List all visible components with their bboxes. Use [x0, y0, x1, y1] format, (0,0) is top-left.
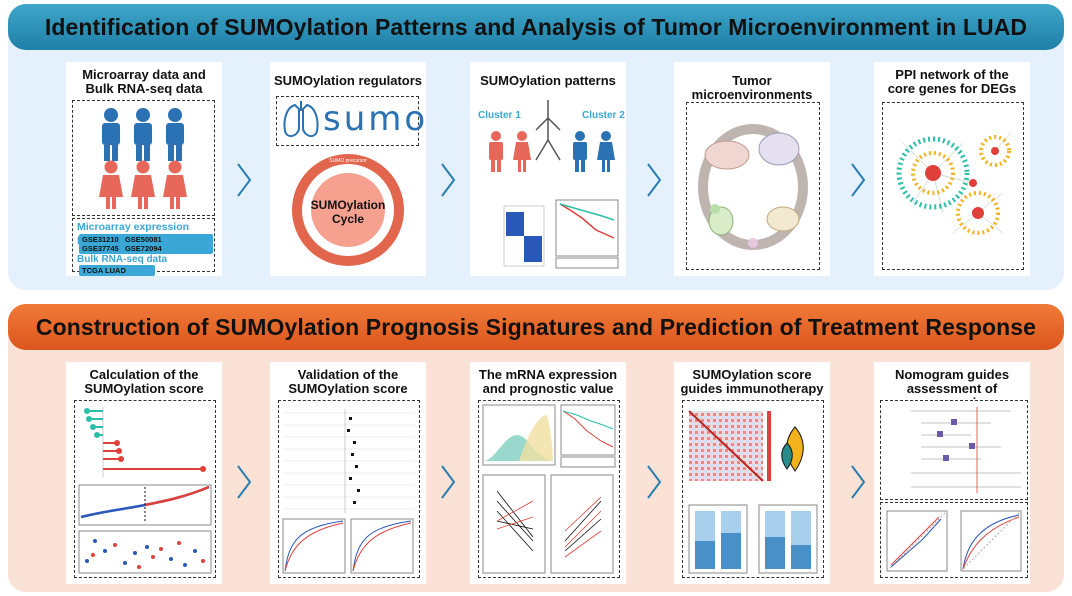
chevron-right-icon: [848, 162, 868, 198]
panel-title-line2: SUMOylation score: [84, 381, 204, 396]
cluster-illustration: [489, 100, 619, 269]
coefficient-plot: [78, 407, 212, 574]
panel-title-line2: SUMOylation score: [288, 381, 408, 396]
dataset-item: GSE50081: [124, 235, 162, 244]
panel-nomogram: Nomogram guides assessment of prognosis: [874, 362, 1030, 584]
dataset-item: GSE37745: [82, 244, 119, 253]
chevron-right-icon: [438, 464, 458, 500]
tme-illustration: [686, 102, 820, 270]
calibration-plot: [886, 510, 1022, 572]
dataset-item: GSE31210: [82, 235, 119, 244]
panel-tumor-microenvironments: Tumor microenvironments: [674, 62, 830, 276]
nomogram-plot: [911, 407, 1021, 493]
correlation-heatmap: [688, 410, 818, 574]
cycle-label-1: SUMOylation: [310, 198, 386, 212]
section1-title: Identification of SUMOylation Patterns a…: [8, 4, 1064, 50]
nomogram-box: [880, 400, 1028, 500]
panel-microarray-data: Microarray data and Bulk RNA-seq data Mi…: [66, 62, 222, 276]
expression-plots: [482, 404, 616, 574]
cluster2-label: Cluster 2: [582, 110, 625, 121]
panel-sumoylation-score-validation: Validation of the SUMOylation score: [270, 362, 426, 584]
sumo-logo-box: sumo: [276, 96, 425, 146]
panel-sumoylation-patterns: SUMOylation patterns Cluster 1 Cluster 2: [470, 62, 626, 276]
chevron-right-icon: [644, 162, 664, 198]
chevron-right-icon: [234, 464, 254, 500]
dataset-list: GSE31210 GSE50081 GSE37745 GSE72094: [79, 234, 213, 254]
panel-title-line1: Tumor microenvironments: [691, 73, 813, 102]
chevron-right-icon: [234, 162, 254, 198]
cluster1-label: Cluster 1: [478, 110, 521, 121]
panel-immunotherapy: SUMOylation score guides immunotherapy: [674, 362, 830, 584]
cycle-label-2: Cycle: [331, 212, 365, 226]
panel-title-line2: guides immunotherapy: [680, 381, 824, 396]
section-tumor-microenvironment: Identification of SUMOylation Patterns a…: [8, 4, 1064, 290]
validation-figure-box: [278, 400, 420, 578]
panel-mrna-expression: The mRNA expression and prognostic value: [470, 362, 626, 584]
chevron-right-icon: [644, 464, 664, 500]
dataset-item: GSE72094: [124, 244, 162, 253]
panel-sumoylation-score-calculation: Calculation of the SUMOylation score: [66, 362, 222, 584]
panel-ppi-network: PPI network of the core genes for DEGs: [874, 62, 1030, 276]
section-prognosis-signatures: Construction of SUMOylation Prognosis Si…: [8, 304, 1064, 592]
lung-icon: [283, 101, 319, 137]
immunotherapy-figure-box: [682, 400, 824, 578]
cell-diagram-icon: [698, 124, 808, 250]
score-figure-box: [74, 400, 216, 578]
section2-title: Construction of SUMOylation Prognosis Si…: [8, 304, 1064, 350]
network-icon: [896, 132, 1012, 235]
forest-plot: [282, 409, 415, 574]
people-icon: [99, 108, 187, 209]
panel-title-line1: Calculation of the: [89, 367, 199, 382]
bulk-label: Bulk RNA-seq data: [77, 254, 168, 265]
panel-title-line2: Bulk RNA-seq data: [85, 81, 203, 96]
panel-title-line1: Microarray data and: [82, 67, 206, 82]
panel-title-line2: and prognostic value: [482, 381, 614, 396]
calibration-box: [880, 502, 1028, 578]
panel-title-line1: PPI network of the: [895, 67, 1009, 82]
sumoylation-cycle-diagram: [292, 154, 404, 266]
cycle-top-label: SUMO precursor: [329, 158, 367, 164]
panel-title-line1: SUMOylation regulators: [273, 73, 423, 88]
expression-figure-box: [478, 400, 620, 578]
panel-title-line1: Nomogram guides: [894, 367, 1010, 382]
panel-title-line1: The mRNA expression: [478, 367, 618, 382]
panel-title-line1: Validation of the: [297, 367, 399, 382]
sumo-logo: sumo: [323, 99, 429, 139]
people-illustration: [72, 100, 215, 216]
panel-title-line2: core genes for DEGs: [887, 81, 1017, 96]
panel-title-line1: SUMOylation patterns: [480, 73, 616, 88]
dataset-box: Microarray expression profiles GSE31210 …: [72, 218, 215, 276]
panel-title-line1: SUMOylation score: [692, 367, 812, 382]
chevron-right-icon: [438, 162, 458, 198]
ppi-network-box: [882, 102, 1024, 270]
chevron-right-icon: [848, 464, 868, 500]
panel-sumoylation-regulators: SUMOylation regulators sumo SUMO precurs…: [270, 62, 426, 276]
tcga-badge: TCGA LUAD: [79, 265, 155, 276]
